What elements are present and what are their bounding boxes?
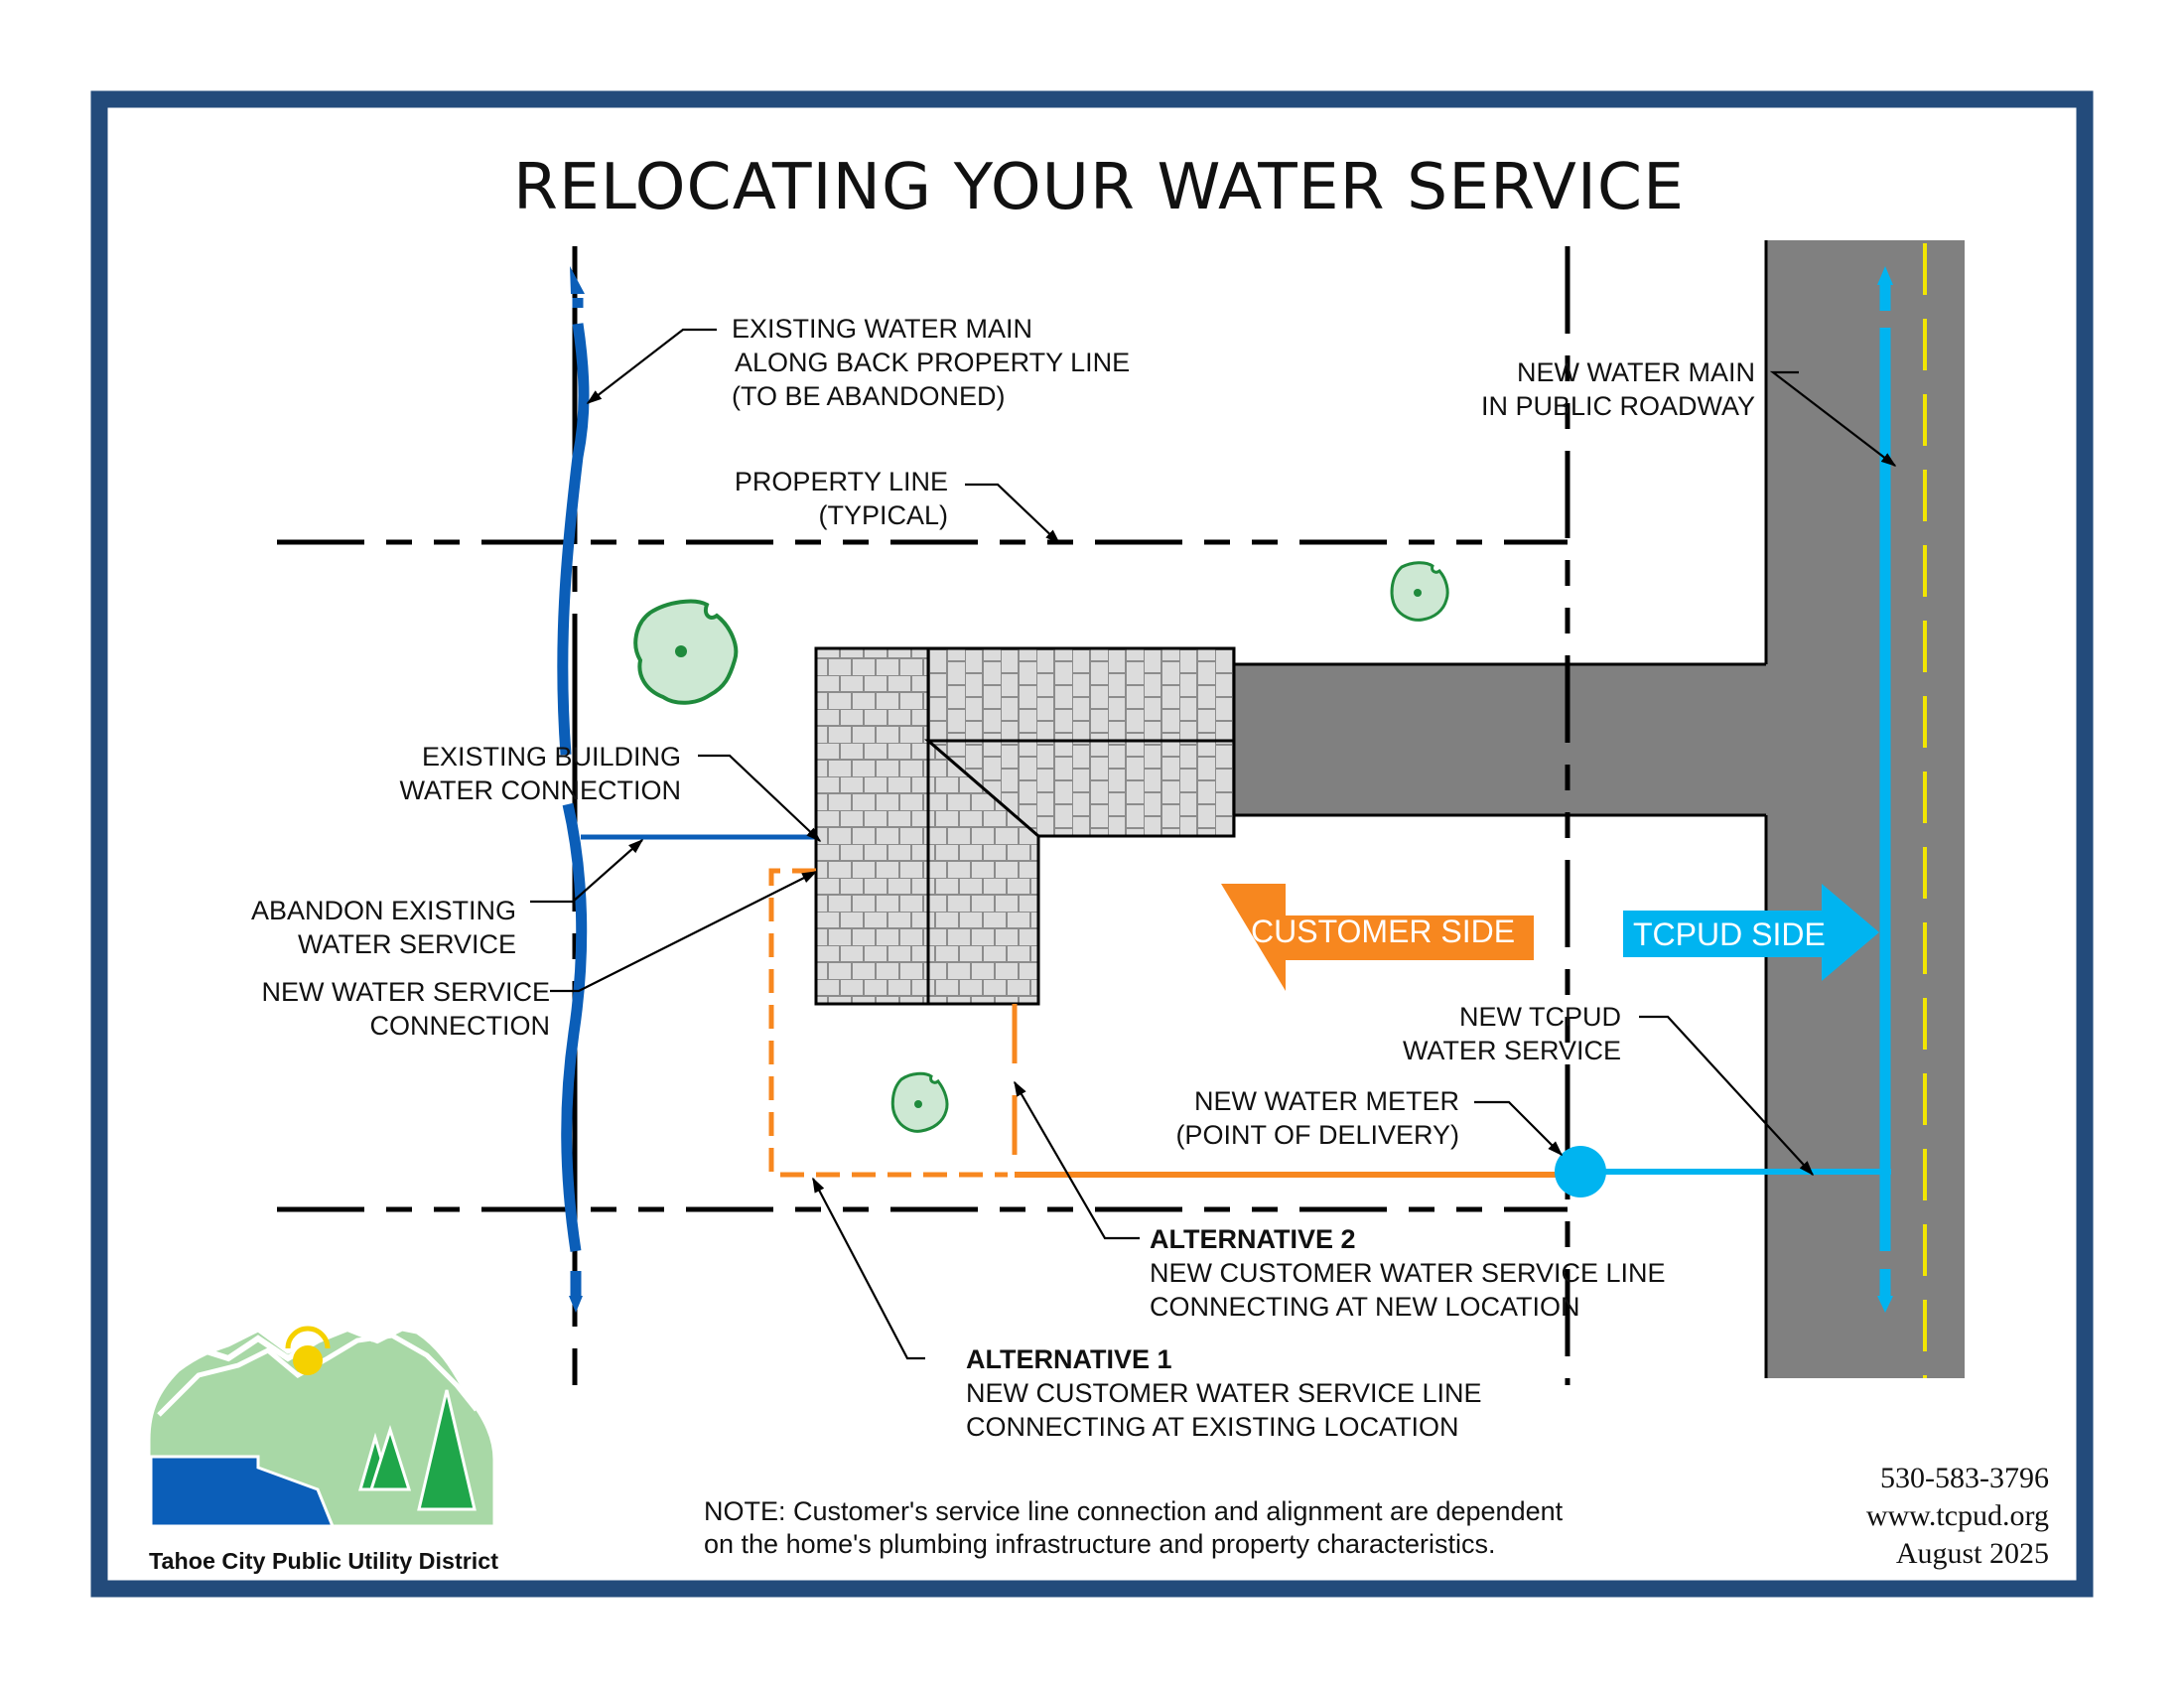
- customer-side-arrow: CUSTOMER SIDE: [1221, 884, 1534, 991]
- label-new-main: NEW WATER MAIN IN PUBLIC ROADWAY: [1481, 357, 1755, 421]
- label-property-line: PROPERTY LINE (TYPICAL): [735, 467, 948, 530]
- customer-side-label: CUSTOMER SIDE: [1251, 914, 1515, 949]
- arrow-down-icon: [1877, 1296, 1893, 1313]
- label-line: NEW CUSTOMER WATER SERVICE LINE: [1150, 1258, 1666, 1288]
- label-line: CONNECTION: [370, 1011, 551, 1041]
- alternative-2-heading: ALTERNATIVE 2: [1150, 1224, 1356, 1254]
- note-line: on the home's plumbing infrastructure an…: [704, 1529, 1496, 1559]
- label-existing-main: EXISTING WATER MAIN ALONG BACK PROPERTY …: [732, 314, 1130, 411]
- label-alternative-2: ALTERNATIVE 2 NEW CUSTOMER WATER SERVICE…: [1150, 1224, 1666, 1322]
- label-line: NEW WATER METER: [1194, 1086, 1459, 1116]
- driveway: [1234, 664, 1768, 815]
- label-line: CONNECTING AT NEW LOCATION: [1150, 1292, 1580, 1322]
- arrow-up-icon: [570, 266, 585, 294]
- label-existing-connection: EXISTING BUILDING WATER CONNECTION: [400, 742, 682, 805]
- public-roadway: [1764, 240, 1965, 1378]
- tcpud-side-arrow: TCPUD SIDE: [1623, 884, 1879, 981]
- label-alternative-1: ALTERNATIVE 1 NEW CUSTOMER WATER SERVICE…: [966, 1344, 1482, 1442]
- existing-building: [814, 646, 1236, 1006]
- mountain-lake-trees-logo: Tahoe City Public Utility District: [147, 1322, 498, 1574]
- arrow-down-icon: [569, 1296, 583, 1313]
- label-line: WATER SERVICE: [1403, 1036, 1621, 1065]
- arrow-up-icon: [1877, 266, 1893, 285]
- alternative-1-line: [768, 868, 1008, 1178]
- label-line: PROPERTY LINE: [735, 467, 948, 496]
- label-line: ALONG BACK PROPERTY LINE: [735, 348, 1130, 377]
- label-line: EXISTING WATER MAIN: [732, 314, 1032, 344]
- label-line: IN PUBLIC ROADWAY: [1481, 391, 1755, 421]
- label-new-meter: NEW WATER METER (POINT OF DELIVERY): [1175, 1086, 1459, 1150]
- tcpud-side-label: TCPUD SIDE: [1633, 916, 1826, 952]
- label-line: (POINT OF DELIVERY): [1175, 1120, 1459, 1150]
- alternative-1-heading: ALTERNATIVE 1: [966, 1344, 1172, 1374]
- label-line: CONNECTING AT EXISTING LOCATION: [966, 1412, 1459, 1442]
- note-line: NOTE: Customer's service line connection…: [704, 1496, 1564, 1526]
- phone-number: 530-583-3796: [1880, 1462, 2049, 1494]
- new-water-main: [1877, 266, 1893, 1313]
- existing-water-main: [557, 266, 590, 1313]
- logo-name: Tahoe City Public Utility District: [149, 1548, 498, 1574]
- label-line: WATER CONNECTION: [400, 775, 682, 805]
- label-line: NEW CUSTOMER WATER SERVICE LINE: [966, 1378, 1482, 1408]
- tree-small-yard: [890, 1071, 949, 1133]
- note: NOTE: Customer's service line connection…: [704, 1496, 1564, 1559]
- website-link[interactable]: www.tcpud.org: [1866, 1499, 2049, 1532]
- label-new-connection: NEW WATER SERVICE CONNECTION: [261, 977, 550, 1041]
- label-line: (TYPICAL): [818, 500, 948, 530]
- label-line: NEW WATER SERVICE: [261, 977, 550, 1007]
- label-line: ABANDON EXISTING: [251, 896, 516, 925]
- leader-lines: [530, 328, 1897, 1360]
- contact-info: 530-583-3796 www.tcpud.org August 2025: [1866, 1462, 2049, 1570]
- water-meter-icon: [1555, 1146, 1606, 1197]
- tree-large: [633, 599, 739, 705]
- label-line: NEW WATER MAIN: [1517, 357, 1755, 387]
- label-line: EXISTING BUILDING: [422, 742, 681, 772]
- label-abandon-service: ABANDON EXISTING WATER SERVICE: [251, 896, 516, 959]
- label-line: WATER SERVICE: [298, 929, 516, 959]
- label-new-tcpud-service: NEW TCPUD WATER SERVICE: [1403, 1002, 1621, 1065]
- label-line: NEW TCPUD: [1459, 1002, 1621, 1032]
- tree-small-front: [1390, 561, 1449, 622]
- publication-date: August 2025: [1896, 1537, 2049, 1570]
- label-line: (TO BE ABANDONED): [732, 381, 1006, 411]
- page-frame: [90, 90, 2094, 1598]
- page-title: RELOCATING YOUR WATER SERVICE: [513, 151, 1685, 224]
